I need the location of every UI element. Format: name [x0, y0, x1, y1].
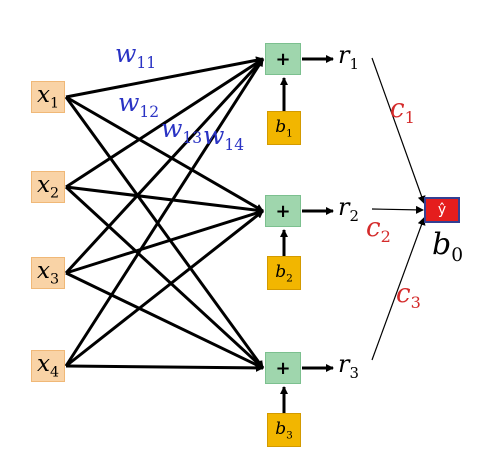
sum-node-2: +: [265, 195, 301, 227]
bias-node-b3: b3: [267, 413, 301, 447]
output-label-r3: r3: [338, 350, 359, 382]
edge-x3-sum1: [64, 57, 265, 275]
edge-x1-sum2: [65, 95, 264, 213]
edge-x4-sum2: [65, 209, 264, 368]
output-label-r2: r2: [338, 193, 359, 225]
bias-node-b2: b2: [267, 256, 301, 290]
weight-label-w14: w14: [203, 121, 245, 154]
prediction-node: ŷ: [424, 197, 460, 223]
bias-node-b1: b1: [267, 111, 301, 145]
edge-x2-sum2: [65, 185, 264, 215]
edge-r3-prediction: [371, 217, 426, 361]
edge-x1-sum1: [65, 56, 264, 99]
sum-node-1: +: [265, 43, 301, 75]
edge-x4-sum1: [64, 58, 265, 367]
output-weight-label-c2: c2: [366, 213, 391, 247]
edge-r2-prediction: [371, 205, 424, 214]
edge-x3-sum3: [65, 271, 264, 370]
input-node-x4: x4: [31, 350, 65, 382]
sum-node-3: +: [265, 352, 301, 384]
output-label-r1: r1: [338, 41, 359, 73]
edge-x3-sum2: [65, 209, 264, 275]
input-node-x2: x2: [31, 171, 65, 203]
output-bias-label-b0: b0: [432, 227, 464, 266]
input-node-x1: x1: [31, 81, 65, 113]
output-weight-label-c3: c3: [396, 279, 421, 313]
weight-label-w12: w12: [118, 88, 160, 121]
input-node-x3: x3: [31, 257, 65, 289]
edge-x2-sum3: [64, 185, 265, 370]
output-weight-label-c1: c1: [390, 94, 415, 128]
weight-label-w13: w13: [161, 114, 203, 147]
edge-x1-sum3: [64, 96, 265, 369]
edge-x2-sum1: [65, 57, 264, 189]
weight-label-w11: w11: [115, 39, 157, 72]
edge-r1-prediction: [371, 57, 426, 204]
edge-x4-sum3: [65, 363, 264, 372]
